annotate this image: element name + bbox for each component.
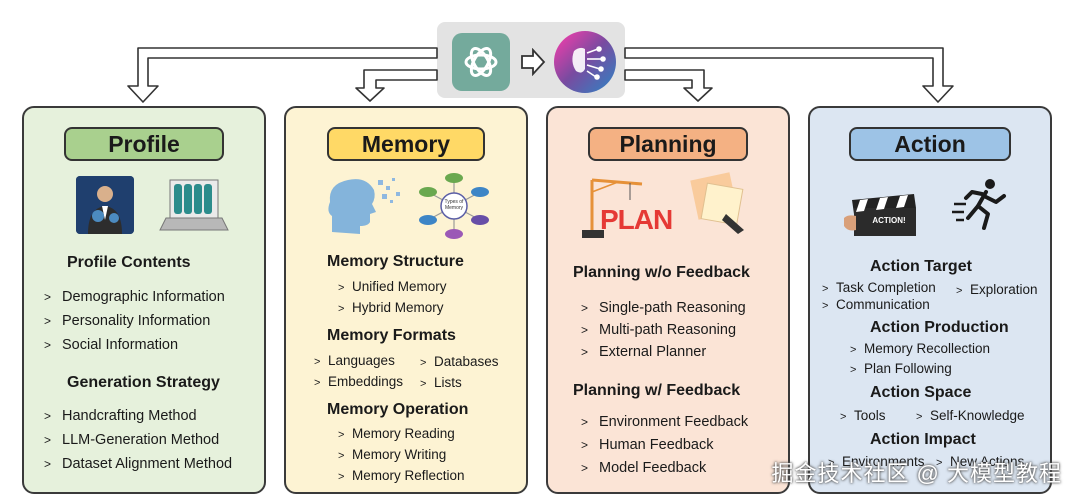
section-memory-structure: Memory Structure (327, 253, 464, 270)
list-item: >LLM-Generation Method (44, 432, 220, 448)
section-profile-contents: Profile Contents (67, 254, 191, 271)
businessman-icon (76, 176, 134, 234)
section-action-production: Action Production (870, 319, 1009, 336)
section-planning-without-feedback: Planning w/o Feedback (573, 264, 750, 281)
list-item: >Communication (822, 297, 930, 312)
transition-arrow-icon (520, 47, 546, 77)
openai-logo-icon (452, 33, 510, 91)
list-item: >Memory Reading (338, 426, 455, 441)
list-item: >Databases (420, 354, 499, 369)
list-item: >Demographic Information (44, 289, 225, 305)
list-item: >New Actions (936, 454, 1025, 469)
section-action-target: Action Target (870, 258, 972, 275)
memory-title: Memory (327, 127, 485, 161)
action-clapper-label: ACTION! (872, 216, 906, 225)
list-item: >Handcrafting Method (44, 408, 197, 424)
list-item: >Tools (840, 408, 886, 423)
clapperboard-icon: ACTION! (842, 174, 926, 238)
notes-hand-icon (686, 172, 750, 234)
planning-panel: Planning PLAN Planning w/o Feedback >Sin… (546, 106, 790, 494)
list-item: >Memory Writing (338, 447, 447, 462)
memory-types-icon: Types of Memory (418, 170, 490, 242)
section-planning-with-feedback: Planning w/ Feedback (573, 382, 741, 399)
plan-label: PLAN (600, 204, 673, 235)
list-item: >Unified Memory (338, 279, 447, 294)
list-item: >Dataset Alignment Method (44, 456, 233, 472)
list-item: >Single-path Reasoning (581, 300, 746, 316)
running-person-icon (952, 174, 1012, 234)
list-item: >Languages (314, 353, 395, 368)
list-item: >Embeddings (314, 374, 404, 389)
list-item: >Model Feedback (581, 460, 707, 476)
memory-panel: Memory Types of Memory (284, 106, 528, 494)
section-action-impact: Action Impact (870, 431, 976, 448)
list-item: >Social Information (44, 337, 179, 353)
profile-title: Profile (64, 127, 224, 161)
connector-arrows (127, 47, 954, 103)
section-generation-strategy: Generation Strategy (67, 374, 220, 391)
list-item: >Plan Following (850, 361, 952, 376)
list-item: >Memory Reflection (338, 468, 465, 483)
profile-panel: Profile Profile Contents >Demographic In… (22, 106, 266, 494)
list-item: >Personality Information (44, 313, 211, 329)
list-item: >Environment Feedback (581, 414, 749, 430)
plan-crane-icon: PLAN (578, 174, 678, 240)
list-item: >External Planner (581, 344, 707, 360)
action-title: Action (849, 127, 1011, 161)
list-item: >Environments (828, 454, 925, 469)
brain-head-icon (324, 172, 406, 238)
list-item: >Exploration (956, 282, 1038, 297)
ai-brain-icon (552, 29, 618, 95)
list-item: >Human Feedback (581, 437, 714, 453)
section-memory-operation: Memory Operation (327, 401, 469, 418)
list-item: >Memory Recollection (850, 341, 991, 356)
planning-title: Planning (588, 127, 748, 161)
list-item: >Self-Knowledge (916, 408, 1025, 423)
database-laptop-icon (158, 174, 230, 236)
list-item: >Lists (420, 375, 462, 390)
section-memory-formats: Memory Formats (327, 327, 456, 344)
watermark: 掘金技术社区 @ 大模型教程 (771, 461, 1062, 486)
section-action-space: Action Space (870, 384, 972, 401)
list-item: >Hybrid Memory (338, 300, 444, 315)
list-item: >Task Completion (822, 280, 936, 295)
memory-types-label: Types of Memory (444, 199, 464, 211)
list-item: >Multi-path Reasoning (581, 322, 737, 338)
action-panel: Action ACTION! Action Target >Task Compl… (808, 106, 1052, 494)
